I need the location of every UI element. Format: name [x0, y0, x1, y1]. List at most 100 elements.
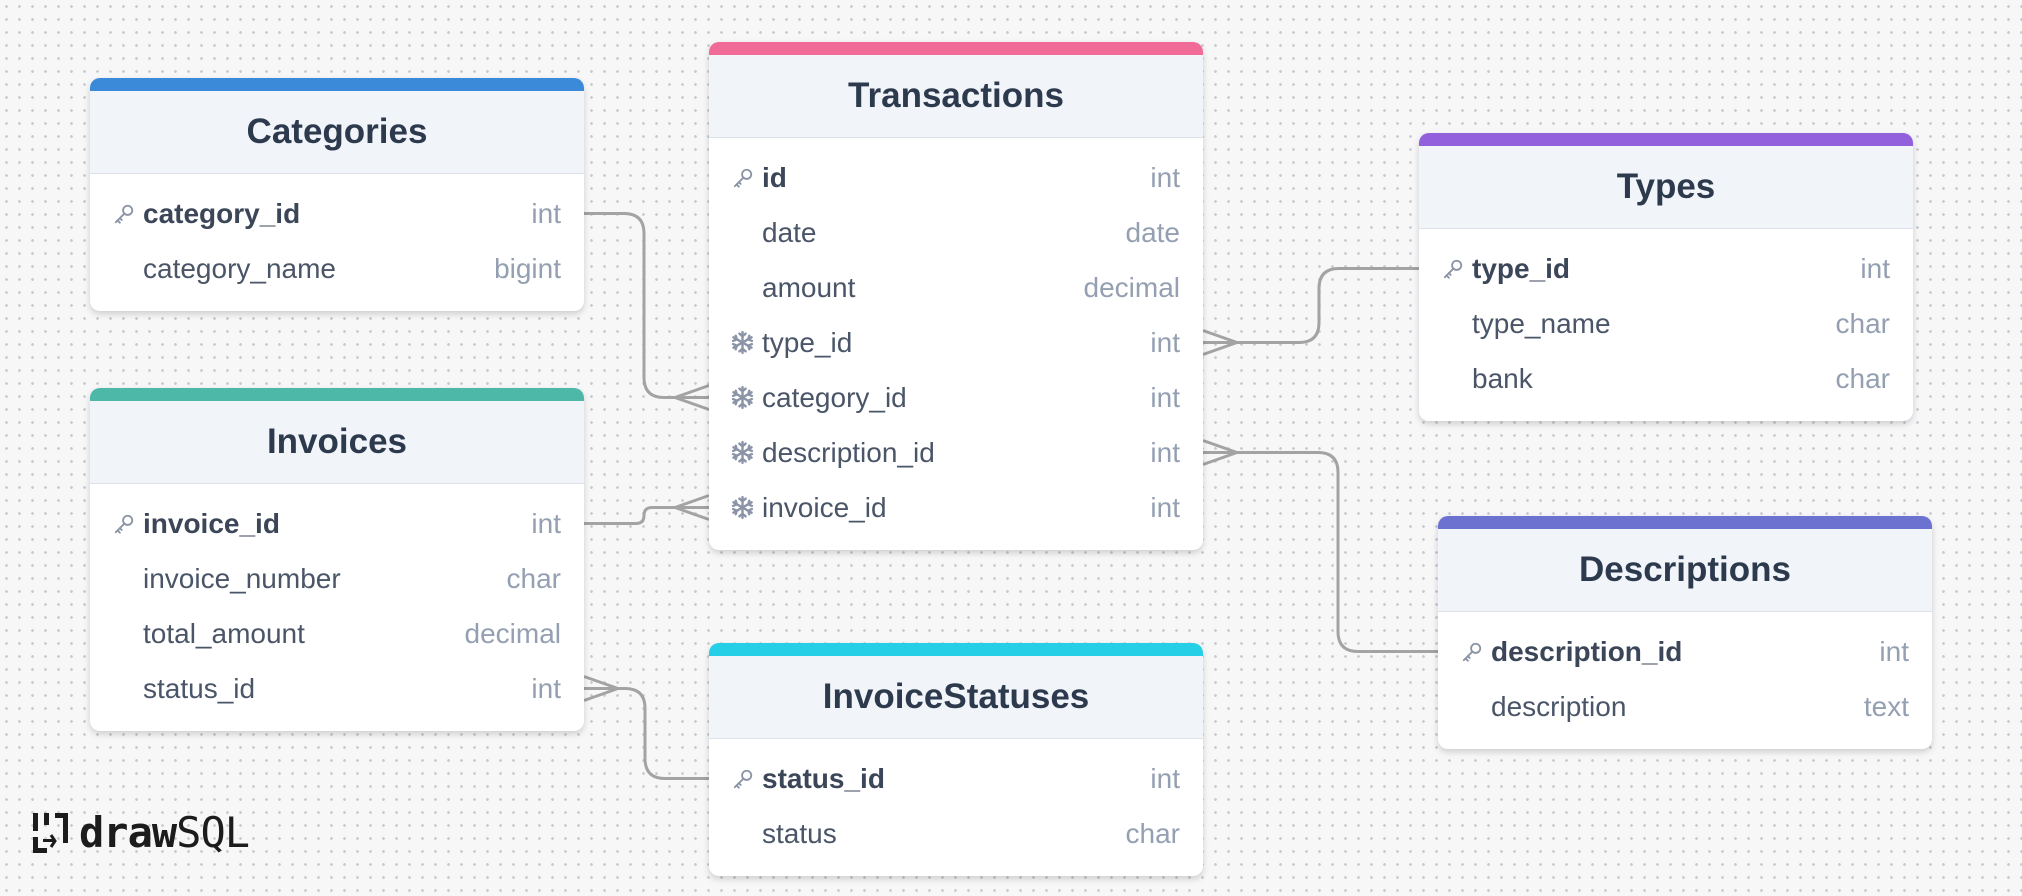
column-row[interactable]: category_name bigint — [90, 241, 584, 296]
column-row[interactable]: bank char — [1419, 351, 1913, 406]
column-type: int — [531, 507, 561, 539]
primary-key-icon — [729, 765, 756, 792]
column-icon-spacer — [110, 565, 137, 592]
crows-foot-marker — [583, 675, 619, 702]
primary-key-icon — [110, 200, 137, 227]
column-icon-spacer — [1458, 693, 1485, 720]
column-type: decimal — [1083, 271, 1180, 303]
column-type: int — [1150, 381, 1180, 413]
column-type: char — [1125, 817, 1180, 849]
column-row[interactable]: status_id int — [709, 751, 1203, 806]
table-title: Transactions — [848, 76, 1064, 115]
column-name: category_name — [143, 252, 337, 284]
table-title: Categories — [246, 112, 428, 151]
column-row[interactable]: description_id int — [709, 425, 1203, 480]
crows-foot-marker — [1202, 439, 1238, 466]
drawsql-logo-icon — [33, 812, 68, 853]
column-name: bank — [1472, 362, 1533, 394]
column-row[interactable]: invoice_id int — [90, 496, 584, 551]
column-name: status — [762, 817, 837, 849]
column-icon-spacer — [729, 274, 756, 301]
column-list: category_id int category_name bigint — [90, 174, 584, 311]
table-header[interactable]: Transactions — [709, 42, 1203, 138]
column-type: int — [1150, 762, 1180, 794]
table-title: Types — [1616, 167, 1716, 206]
table-invoicestatuses[interactable]: InvoiceStatuses status_id int status char — [709, 643, 1203, 876]
crows-foot-marker — [674, 384, 710, 411]
table-categories[interactable]: Categories category_id int category_name big… — [90, 78, 584, 311]
column-row[interactable]: amount decimal — [709, 260, 1203, 315]
table-invoices[interactable]: Invoices invoice_id int invoice_number char t… — [90, 388, 584, 731]
relationship-line[interactable] — [584, 506, 709, 525]
column-type: int — [1879, 635, 1909, 667]
foreign-key-icon — [729, 384, 756, 411]
column-row[interactable]: date date — [709, 205, 1203, 260]
table-title: Invoices — [266, 422, 408, 461]
column-name: status_id — [762, 762, 885, 794]
relationship-line[interactable] — [1203, 451, 1438, 653]
column-type: int — [1150, 436, 1180, 468]
primary-key-icon — [110, 510, 137, 537]
column-type: int — [1150, 161, 1180, 193]
column-name: id — [762, 161, 787, 193]
column-icon-spacer — [1439, 310, 1466, 337]
column-name: description_id — [762, 436, 935, 468]
column-name: invoice_id — [143, 507, 280, 539]
column-type: int — [531, 197, 561, 229]
column-icon-spacer — [729, 219, 756, 246]
column-row[interactable]: category_id int — [90, 186, 584, 241]
table-header[interactable]: Descriptions — [1438, 516, 1932, 612]
table-title: InvoiceStatuses — [822, 677, 1090, 716]
column-row[interactable]: id int — [709, 150, 1203, 205]
column-name: category_id — [762, 381, 907, 413]
column-type: bigint — [494, 252, 561, 284]
column-type: char — [1835, 307, 1890, 339]
foreign-key-icon — [729, 494, 756, 521]
table-header[interactable]: InvoiceStatuses — [709, 643, 1203, 739]
column-type: date — [1125, 216, 1181, 248]
column-name: category_id — [143, 197, 301, 229]
column-icon-spacer — [110, 675, 137, 702]
column-name: description — [1491, 690, 1627, 722]
foreign-key-icon — [729, 439, 756, 466]
table-header[interactable]: Invoices — [90, 388, 584, 484]
column-type: char — [506, 562, 561, 594]
column-icon-spacer — [110, 620, 137, 647]
logo-text-sql: SQL — [176, 808, 250, 857]
table-header[interactable]: Categories — [90, 78, 584, 174]
column-icon-spacer — [1439, 365, 1466, 392]
relationship-line[interactable] — [1203, 267, 1419, 344]
primary-key-icon — [1439, 255, 1466, 282]
crows-foot-marker — [674, 494, 710, 521]
crows-foot-marker — [1202, 329, 1238, 356]
foreign-key-icon — [729, 329, 756, 356]
relationship-line[interactable] — [584, 687, 709, 780]
column-row[interactable]: invoice_number char — [90, 551, 584, 606]
column-type: int — [1150, 326, 1180, 358]
column-type: char — [1835, 362, 1890, 394]
column-name: date — [762, 216, 817, 248]
column-name: invoice_number — [143, 562, 341, 594]
column-type: int — [1150, 491, 1180, 523]
column-row[interactable]: status char — [709, 806, 1203, 861]
table-transactions[interactable]: Transactions id int date date amount decimal ty… — [709, 42, 1203, 550]
column-name: amount — [762, 271, 856, 303]
relationship-line[interactable] — [584, 212, 709, 399]
column-row[interactable]: category_id int — [709, 370, 1203, 425]
table-header[interactable]: Types — [1419, 133, 1913, 229]
